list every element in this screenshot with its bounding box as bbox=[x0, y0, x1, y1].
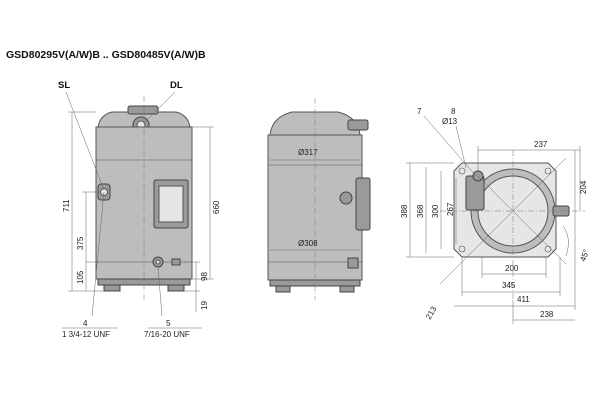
front-view: SL DL 711 375 105 660 98 19 4 1 3/4-12 U… bbox=[58, 80, 221, 339]
dim-345: 345 bbox=[502, 281, 516, 290]
dim-388: 388 bbox=[400, 204, 409, 218]
dim-300: 300 bbox=[431, 204, 440, 218]
dim-204: 204 bbox=[579, 180, 588, 194]
dim-375: 375 bbox=[76, 236, 85, 250]
thread-4: 1 3/4-12 UNF bbox=[62, 330, 110, 339]
side-view: Ø317 Ø308 bbox=[267, 98, 371, 300]
callout-5: 5 bbox=[166, 319, 171, 328]
dim-19: 19 bbox=[200, 301, 209, 310]
dim-105: 105 bbox=[76, 270, 85, 284]
dim-237: 237 bbox=[534, 140, 548, 149]
dim-200: 200 bbox=[505, 264, 519, 273]
dim-213: 213 bbox=[424, 304, 439, 321]
callout-7: 7 bbox=[417, 107, 422, 116]
drawing-title: GSD80295V(A/W)B .. GSD80485V(A/W)B bbox=[6, 49, 206, 61]
dim-d308: Ø308 bbox=[298, 239, 318, 248]
dim-d13: Ø13 bbox=[442, 117, 458, 126]
callout-8: 8 bbox=[451, 107, 456, 116]
dim-267: 267 bbox=[446, 202, 455, 216]
angle-45: 45° bbox=[578, 248, 591, 262]
top-view: 7 8 Ø13 237 204 388 368 300 267 200 bbox=[400, 107, 591, 324]
dim-d317: Ø317 bbox=[298, 148, 318, 157]
callout-4: 4 bbox=[83, 319, 88, 328]
dim-238: 238 bbox=[540, 310, 554, 319]
discharge-label: DL bbox=[170, 80, 183, 91]
dim-98: 98 bbox=[200, 272, 209, 281]
dim-660: 660 bbox=[212, 200, 221, 214]
thread-5: 7/16-20 UNF bbox=[144, 330, 190, 339]
suction-label: SL bbox=[58, 80, 70, 91]
dim-411: 411 bbox=[517, 295, 530, 304]
dim-711: 711 bbox=[62, 199, 71, 212]
dim-368: 368 bbox=[416, 204, 425, 218]
